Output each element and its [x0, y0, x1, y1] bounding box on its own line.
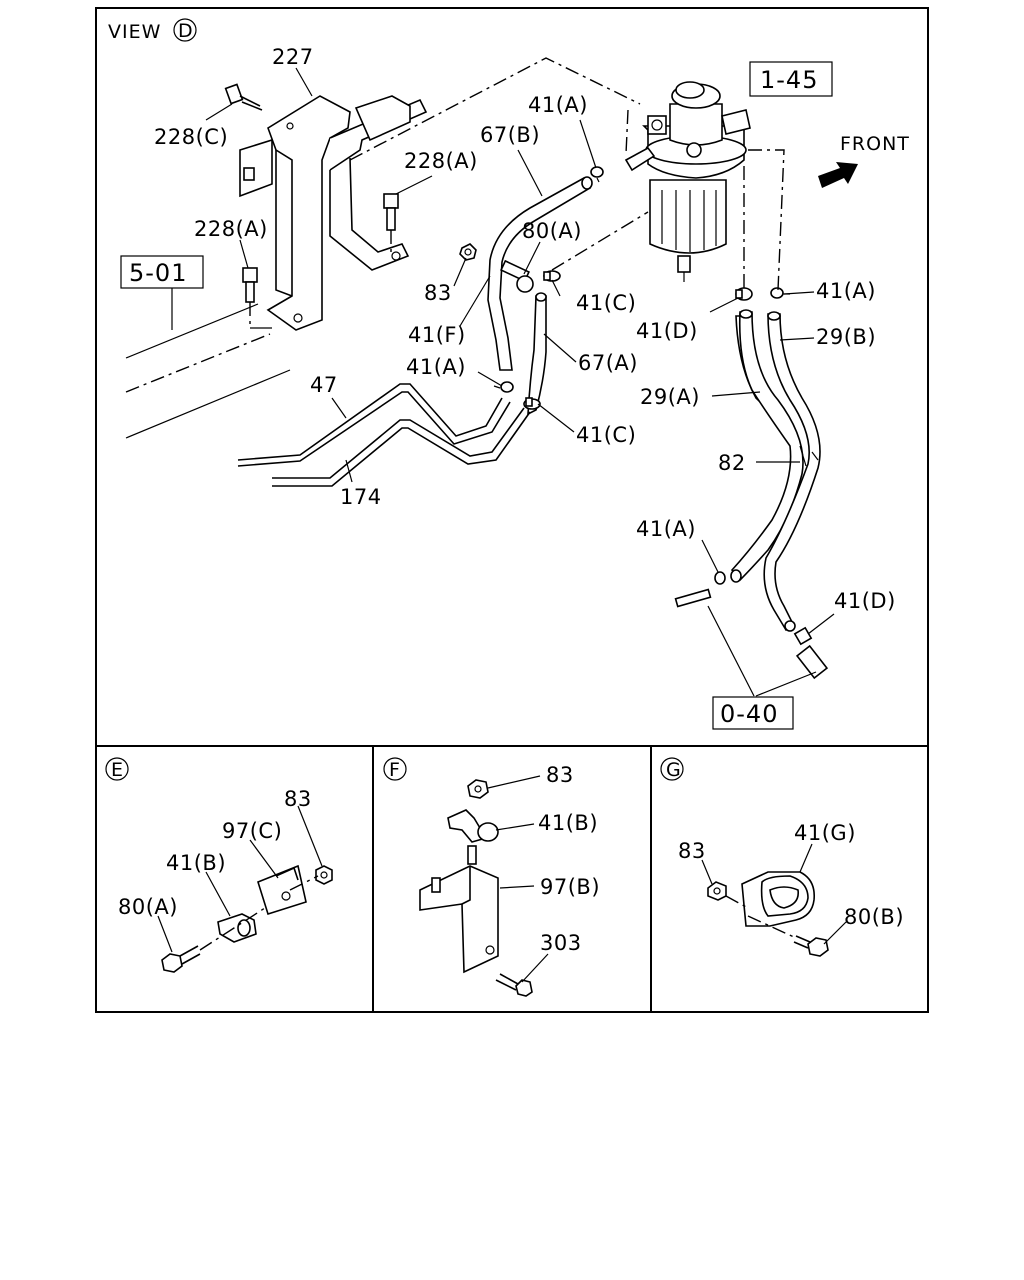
- label-41d-low: 41(D): [834, 589, 896, 613]
- label-228a-top: 228(A): [404, 149, 478, 173]
- label-80a-e: 80(A): [118, 895, 178, 919]
- label-41c-top: 41(C): [576, 291, 636, 315]
- label-29a: 29(A): [640, 385, 700, 409]
- bolt-80b: [793, 935, 829, 957]
- clip-41c-top[interactable]: [543, 270, 561, 282]
- label-303: 303: [540, 931, 582, 955]
- clip-41c-low[interactable]: [523, 397, 541, 410]
- clip-41d-low[interactable]: [793, 626, 813, 646]
- svg-text:5-01: 5-01: [129, 259, 187, 287]
- label-83-f: 83: [546, 763, 574, 787]
- fitting-0-40-right[interactable]: [795, 644, 829, 680]
- label-41a-top: 41(A): [528, 93, 588, 117]
- fitting-0-40-left[interactable]: [674, 588, 712, 608]
- ref-box-5-01[interactable]: 5-01: [120, 255, 204, 289]
- bracket-227: [239, 95, 428, 331]
- bolt-228a-lower[interactable]: [242, 267, 272, 329]
- bolt-303: [495, 973, 533, 997]
- clip-41d-top[interactable]: [735, 287, 753, 301]
- hose-29a[interactable]: [730, 311, 804, 582]
- main-labels: 227 228(C) 228(A) 228(A) 67(B) 41(A) 80(…: [154, 45, 896, 613]
- bolt-80a-e: [161, 945, 201, 973]
- label-97c: 97(C): [222, 819, 282, 843]
- svg-text:E: E: [111, 759, 124, 781]
- detail-panel-f: F 83 41(B) 97(B) 303: [383, 757, 600, 997]
- fuel-pipe-47[interactable]: [237, 383, 511, 467]
- label-41a-mid: 41(A): [406, 355, 466, 379]
- view-title: VIEW D: [108, 18, 197, 43]
- front-arrow-icon: [818, 162, 858, 188]
- label-41f: 41(F): [408, 323, 466, 347]
- label-41b-e: 41(B): [166, 851, 226, 875]
- clip-41a-top[interactable]: [590, 166, 604, 183]
- label-41a-right: 41(A): [816, 279, 876, 303]
- bolt-228c[interactable]: [224, 83, 263, 111]
- label-228c: 228(C): [154, 125, 228, 149]
- svg-text:D: D: [178, 20, 194, 42]
- fuel-filter[interactable]: [624, 81, 751, 282]
- nut-83-e: [315, 865, 333, 885]
- svg-text:G: G: [666, 759, 682, 781]
- bolt-228a-upper[interactable]: [383, 193, 399, 252]
- clip-41a-mid[interactable]: [493, 381, 514, 393]
- diagram-frames: [95, 7, 929, 1013]
- label-41d-top: 41(D): [636, 319, 698, 343]
- label-83-e: 83: [284, 787, 312, 811]
- label-83: 83: [424, 281, 452, 305]
- label-29b: 29(B): [816, 325, 876, 349]
- label-174: 174: [340, 485, 382, 509]
- leader-lines: [205, 67, 835, 697]
- label-67a: 67(A): [578, 351, 638, 375]
- hose-67a[interactable]: [527, 295, 547, 416]
- label-227: 227: [272, 45, 314, 69]
- detail-panel-g: G 41(G) 83 80(B): [660, 757, 904, 957]
- clip-41a-low[interactable]: [714, 571, 726, 585]
- nut-83-f: [467, 779, 489, 799]
- label-83-g: 83: [678, 839, 706, 863]
- ref-box-0-40[interactable]: 0-40: [712, 696, 794, 730]
- label-41b-f: 41(B): [538, 811, 598, 835]
- label-97b: 97(B): [540, 875, 600, 899]
- label-67b: 67(B): [480, 123, 540, 147]
- label-228a-left: 228(A): [194, 217, 268, 241]
- svg-text:F: F: [389, 759, 401, 781]
- svg-text:0-40: 0-40: [720, 700, 778, 728]
- hose-67b[interactable]: [487, 176, 592, 371]
- label-41c-low: 41(C): [576, 423, 636, 447]
- leader-227-to-filter: [349, 57, 641, 161]
- label-82: 82: [718, 451, 746, 475]
- label-80a: 80(A): [522, 219, 582, 243]
- label-47: 47: [310, 373, 338, 397]
- ref-box-1-45[interactable]: 1-45: [749, 61, 833, 97]
- nut-83-main[interactable]: [459, 243, 477, 261]
- frame-rail: [125, 288, 291, 439]
- label-80b: 80(B): [844, 905, 904, 929]
- label-41a-low: 41(A): [636, 517, 696, 541]
- front-direction-indicator: FRONT: [818, 133, 910, 188]
- fuel-pipe-174[interactable]: [272, 407, 531, 487]
- clip-41a-right[interactable]: [770, 287, 790, 299]
- label-41g: 41(G): [794, 821, 856, 845]
- front-label: FRONT: [840, 133, 910, 155]
- detail-panel-e: E 83 97(C) 41(B) 80(A): [105, 757, 333, 973]
- svg-text:1-45: 1-45: [760, 66, 818, 94]
- nut-83-g: [707, 881, 727, 901]
- svg-text:VIEW: VIEW: [108, 21, 161, 43]
- bolt-80a-main[interactable]: [500, 259, 534, 293]
